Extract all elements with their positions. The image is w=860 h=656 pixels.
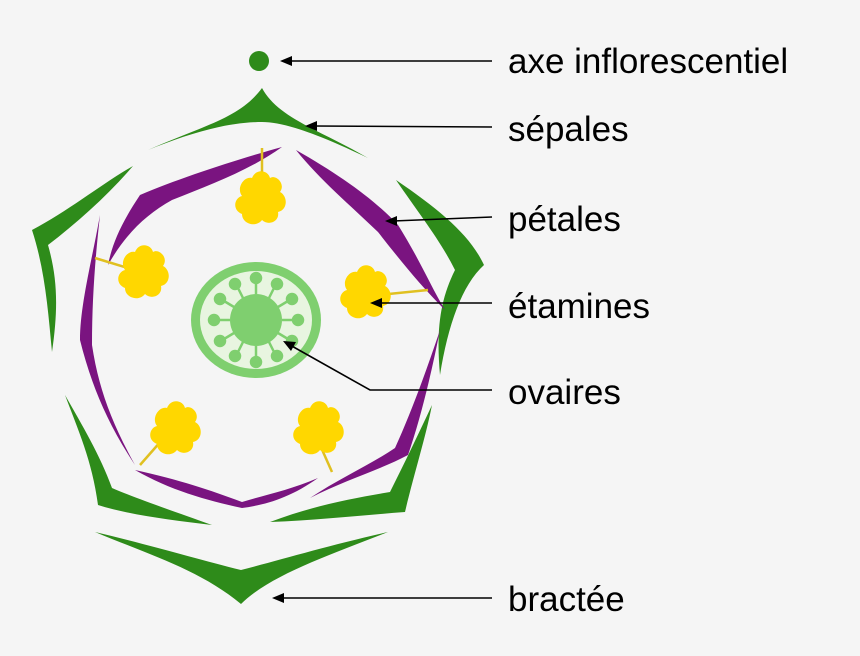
stamen-right bbox=[340, 265, 429, 319]
petals bbox=[80, 147, 445, 508]
axis-dot bbox=[249, 51, 269, 71]
label-axe: axe inflorescentiel bbox=[508, 42, 788, 81]
bract bbox=[95, 532, 388, 604]
sepal-top bbox=[148, 88, 368, 158]
sepal-right-lower bbox=[270, 405, 432, 522]
stamen-bottom-left bbox=[139, 401, 201, 466]
label-sepales: sépales bbox=[508, 110, 629, 149]
petal-bottom bbox=[135, 470, 318, 508]
petal-top-left bbox=[108, 147, 282, 265]
stamen-bottom-right bbox=[293, 401, 344, 473]
stamen-left bbox=[94, 245, 169, 299]
stamen-top bbox=[235, 148, 286, 225]
stamens bbox=[94, 148, 429, 473]
label-ovaires: ovaires bbox=[508, 373, 621, 412]
petal-top-right bbox=[296, 150, 445, 310]
sepal-left-upper bbox=[32, 166, 133, 352]
sepal-left-lower bbox=[65, 395, 212, 525]
label-petales: pétales bbox=[508, 200, 621, 239]
petal-right bbox=[310, 330, 440, 498]
petal-left bbox=[80, 215, 135, 465]
ovary bbox=[191, 262, 321, 378]
leader-lines bbox=[272, 56, 493, 603]
label-bractee: bractée bbox=[508, 580, 625, 619]
label-etamines: étamines bbox=[508, 287, 650, 326]
sepal-right-upper bbox=[396, 180, 484, 375]
